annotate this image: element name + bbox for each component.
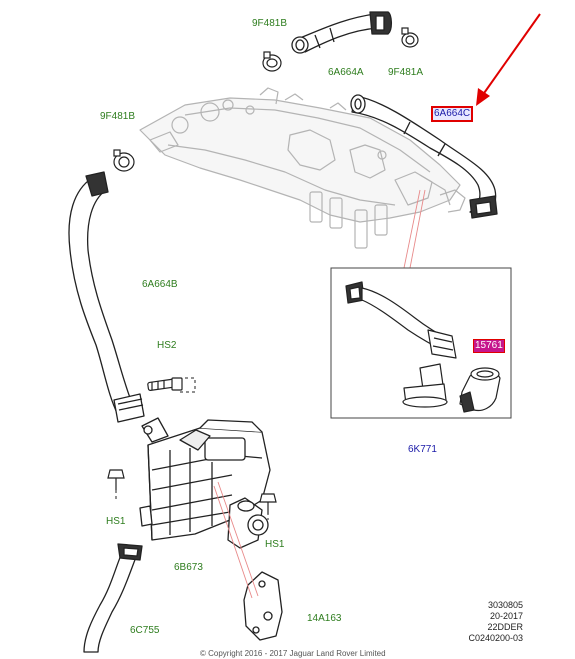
label-hs1-right: HS1 — [265, 539, 285, 550]
label-hs1-left: HS1 — [106, 516, 126, 527]
label-6k771: 6K771 — [408, 444, 437, 455]
meta-line-2: 20-2017 — [489, 611, 523, 621]
label-6b673: 6B673 — [174, 562, 203, 573]
leader-lines-pink — [213, 189, 426, 599]
hose-6a664b — [68, 171, 145, 423]
leader-dashes — [115, 377, 269, 520]
label-6a664c: 6A664C — [430, 106, 474, 122]
bolt-hs1-right — [259, 493, 277, 514]
clamp-9f481a — [401, 27, 419, 48]
label-14a163: 14A163 — [307, 613, 342, 624]
meta-line-3: 22DDER — [487, 622, 523, 632]
highlight-arrow — [476, 13, 541, 106]
label-9f481b-top: 9F481B — [252, 18, 288, 29]
bracket-14a163 — [243, 571, 283, 641]
meta-block: 3030805 20-2017 22DDER C0240200-03 — [468, 600, 523, 644]
label-9f481a: 9F481A — [388, 67, 424, 78]
hose-6a664c — [350, 94, 498, 219]
label-6c755: 6C755 — [130, 625, 160, 636]
clamp-9f481b-top — [262, 51, 282, 72]
label-6a664a: 6A664A — [328, 67, 364, 78]
label-9f481b-left: 9F481B — [100, 111, 136, 122]
detail-inset — [330, 267, 512, 419]
label-hs2: HS2 — [157, 340, 177, 351]
bolt-hs1-left — [107, 469, 125, 490]
label-15761: 15761 — [473, 339, 505, 353]
hose-6c755 — [83, 543, 143, 653]
oil-cooler-6b673 — [139, 417, 271, 549]
hose-6a664a — [291, 11, 393, 54]
label-6a664b: 6A664B — [142, 279, 178, 290]
stud-hs2 — [147, 377, 183, 391]
copyright-text: © Copyright 2016 - 2017 Jaguar Land Rove… — [200, 649, 386, 658]
meta-line-1: 3030805 — [487, 600, 523, 610]
meta-line-4: C0240200-03 — [468, 633, 523, 643]
clamp-9f481b-left — [113, 149, 135, 172]
intake-manifold — [139, 87, 466, 249]
